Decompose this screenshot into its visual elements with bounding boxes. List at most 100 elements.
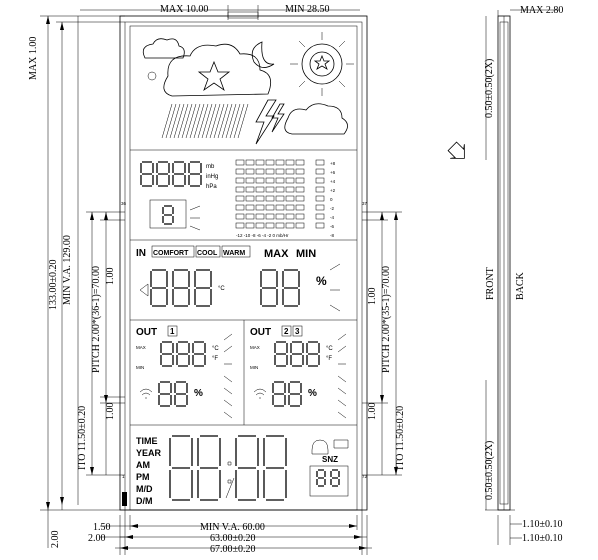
out-right-min: MIN [250,365,258,370]
out-left-min: MIN [136,365,144,370]
dim-w67: 67.00±0.20 [210,544,256,555]
indoor-degc: °C [218,286,225,292]
svg-text:+4: +4 [330,179,336,184]
bottom-dimensions: 1.50 2.00 MIN V.A. 60.00 63.00±0.20 67.0… [88,510,372,555]
out-right-degc: °C [326,346,333,352]
bar-axis-label: -12 -10 -8 -6 -4 -2 0 mb/Hr [236,233,289,238]
label-dm: D/M [136,496,153,506]
battery-icon [333,439,349,449]
pin-72: 72 [362,474,368,479]
moon-icon [251,41,275,68]
label-min-in: MIN [296,248,316,260]
lightning-icon [255,99,277,145]
out-right-hum [272,381,302,407]
dim-2-vert: 2.00 [50,531,61,549]
rain-icon [161,103,249,139]
out-right-temp [274,341,320,367]
label-back: BACK [515,271,526,300]
outdoor-section: OUT 1 OUT 2 3 MAX MIN MAX MIN % % [130,320,357,426]
bar-scale-labels: +8 +6 +4 +2 0 -2 -4 -6 -8 [330,161,336,238]
dim-1-50: 1.50 [93,522,111,533]
signal-icon-right [253,388,267,399]
label-am: AM [136,460,150,470]
out-left-hum [158,381,188,407]
top-dimensions: MAX 10.00 MIN 28.50 [80,4,360,20]
pin-1: 1 [122,474,125,479]
svg-text:-4: -4 [330,215,334,220]
svg-text:+6: +6 [330,170,336,175]
svg-text:0: 0 [330,197,333,202]
label-out-3: 3 [295,327,300,336]
label-snz: SNZ [322,455,338,464]
dim-side-bot: 0.50±0.50(2X) [484,441,495,500]
label-pm: PM [136,472,150,482]
label-out-2: 2 [284,327,289,336]
label-cool: COOL [197,250,218,257]
dim-1-left-b: 1.00 [105,403,116,421]
dim-va-w: MIN V.A. 60.00 [200,522,265,533]
clock-digits [169,435,287,501]
out-left-degc: °C [212,346,219,352]
barometer-section: mb inHg hPa +8 +6 +4 +2 0 -2 -4 -6 [130,159,357,241]
bell-icon [311,439,329,455]
dim-side-110b: 1.10±0.10 [522,533,563,544]
small-cloud-icon [142,38,185,59]
out-left-degf: °F [212,356,218,362]
out-left-pct: % [194,388,203,399]
label-out-1: 1 [170,327,175,336]
out-right-pct: % [308,388,317,399]
sun-icon [290,32,354,96]
dim-ito-left: ITO 11.50±0.20 [77,406,88,470]
label-comfort: COMFORT [153,250,189,257]
dim-pitch-right: PITCH 2.00*(35-1)=70.00 [381,266,392,373]
label-in: IN [136,248,146,259]
small-sun-icon [147,71,157,81]
dim-ito-right: ITO 11.50±0.20 [395,406,406,470]
pin-marker [122,492,127,506]
out-right-degf: °F [326,356,332,362]
label-front: FRONT [485,267,496,300]
dim-max-2-8: MAX 2.80 [520,5,563,16]
out-left-max: MAX [136,345,146,350]
pin-37: 37 [362,201,368,206]
indoor-temp-digits [150,269,212,307]
dim-max-1: MAX 1.00 [28,37,39,80]
label-time: TIME [136,436,158,446]
unit-inhg: inHg [206,174,218,180]
time-section: TIME YEAR AM PM M/D D/M SNZ [136,435,349,506]
big-cloud-icon [163,43,272,97]
dim-2-00: 2.00 [88,533,106,544]
signal-icon-left [139,388,153,399]
dim-pitch-left: PITCH 2.00*(36-1)=70.00 [91,266,102,373]
dim-1-right-a: 1.00 [367,288,378,306]
dim-1-left-a: 1.00 [105,268,116,286]
unit-mb: mb [206,164,215,170]
label-max-in: MAX [264,248,289,260]
svg-text:+8: +8 [330,161,336,166]
svg-text:-6: -6 [330,224,334,229]
dim-max-10: MAX 10.00 [160,4,208,15]
dim-va-h: MIN V.A. 129.00 [62,235,73,305]
indoor-pct: % [316,274,327,288]
cloud-right-icon [284,103,348,135]
indoor-hum-digits [260,269,300,307]
pin-36: 36 [121,201,127,206]
svg-text:-8: -8 [330,233,334,238]
right-dimensions: PITCH 2.00*(35-1)=70.00 ITO 11.50±0.20 1… [362,211,406,476]
svg-text:-2: -2 [330,206,334,211]
bar-graph [235,159,325,229]
weather-section [130,32,357,151]
out-right-max: MAX [250,345,260,350]
label-year: YEAR [136,448,162,458]
indoor-section: IN COMFORT COOL WARM MAX MIN % °C [130,245,357,321]
star-icon [197,60,231,92]
dim-side-110a: 1.10±0.10 [522,519,563,530]
dim-w63: 63.00±0.20 [210,533,256,544]
left-dimensions: MAX 1.00 133.00±0.20 MIN V.A. 129.00 PIT… [28,15,125,549]
view-arrow-icon [447,141,465,159]
side-view: MAX 2.80 0.50±0.50(2X) 0.50±0.50(2X) FRO… [447,5,563,545]
unit-hpa: hPa [206,184,217,190]
label-out-left: OUT [136,327,157,338]
dim-total-h: 133.00±0.20 [48,260,59,311]
svg-text:+2: +2 [330,188,336,193]
